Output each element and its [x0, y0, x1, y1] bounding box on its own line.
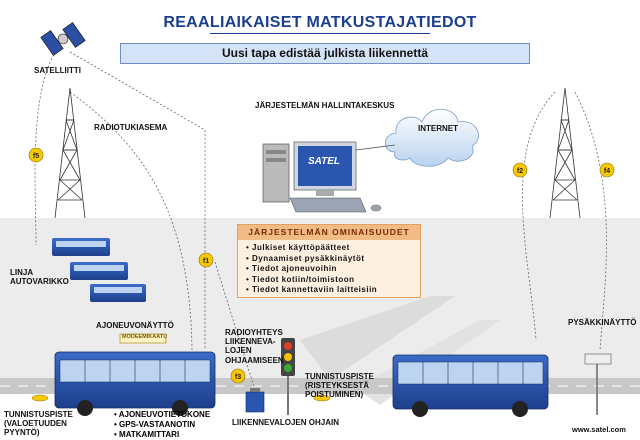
depot-bus [90, 284, 146, 302]
freq-tag-label: f1 [203, 258, 209, 265]
depot-bus [70, 262, 128, 280]
label-internet: INTERNET [418, 124, 458, 133]
title-underline [210, 33, 430, 34]
feature-item: Tiedot kannettaviin laitteisiin [246, 285, 420, 296]
bus-right [392, 354, 549, 417]
traffic-light-icon [281, 338, 295, 415]
vehicle-display-icon [119, 333, 167, 344]
freq-tag [28, 147, 44, 163]
freq-tag [512, 162, 528, 178]
depot-buses [52, 238, 146, 302]
label-detection-point-left: TUNNISTUSPISTE (VALOETUUDEN PYYNTÖ) [4, 410, 73, 438]
onboard-item: MATKAMITTARI [114, 430, 210, 440]
freq-tag [599, 162, 615, 178]
freq-tag [230, 368, 246, 384]
onboard-item: AJONEUVOTIETOKONE [114, 410, 210, 420]
internet-cloud-icon [384, 108, 479, 167]
stop-display-icon [584, 353, 612, 415]
depot-bus [52, 238, 110, 256]
label-control-center: JÄRJESTELMÄN HALLINTAKESKUS [255, 101, 395, 110]
label-satellite: SATELLIITTI [34, 66, 81, 75]
detection-loop-right [313, 394, 331, 402]
feature-item: Julkiset käyttöpäätteet [246, 243, 420, 254]
label-modem-tag: MODEEMIKAATU [122, 334, 168, 340]
label-website: www.satel.com [572, 425, 626, 434]
features-heading: JÄRJESTELMÄN OMINAISUUDET [238, 225, 420, 240]
freq-tag-label: f4 [604, 168, 610, 175]
label-vehicle-display: AJONEUVONÄYTTÖ [96, 321, 174, 330]
satellite-icon [40, 22, 86, 56]
label-line-depot: LINJA AUTOVARIKKO [10, 268, 69, 287]
freq-tag-label: f5 [33, 153, 39, 160]
onboard-list: AJONEUVOTIETOKONE GPS-VASTAANOTIN MATKAM… [114, 410, 210, 440]
feature-item: Dynaamiset pysäkkinäytöt [246, 254, 420, 265]
label-radio-link: RADIOYHTEYS LIIKENNEVA- LOJEN OHJAAMISEE… [225, 328, 284, 365]
feature-item: Tiedot ajoneuvoihin [246, 264, 420, 275]
subtitle-banner: Uusi tapa edistää julkista liikennettä [120, 43, 530, 64]
computer-icon [262, 141, 382, 213]
onboard-item: GPS-VASTAANOTIN [114, 420, 210, 430]
detection-loop-left [31, 394, 49, 402]
traffic-controller-icon [245, 388, 265, 413]
bus-left [54, 351, 216, 416]
radio-mast-right-icon [549, 87, 581, 219]
label-stop-display: PYSÄKKINÄYTTÖ [568, 318, 637, 327]
label-radio-mast: RADIOTUKIASEMA [94, 123, 168, 132]
radio-mast-left-icon [54, 87, 86, 219]
freq-tag [198, 252, 214, 268]
road-diagonal [300, 296, 455, 380]
label-detection-point-right: TUNNISTUSPISTE (RISTEYKSESTÄ POISTUMINEN… [305, 372, 374, 400]
features-box: JÄRJESTELMÄN OMINAISUUDET Julkiset käytt… [237, 224, 421, 298]
freq-tag-label: f2 [517, 168, 523, 175]
page-title: REAALIAIKAISET MATKUSTAJATIEDOT [163, 14, 477, 31]
freq-tag-label: f3 [235, 374, 241, 381]
label-traffic-light-control: LIIKENNEVALOJEN OHJAIN [232, 418, 339, 427]
feature-item: Tiedot kotiin/toimistoon [246, 275, 420, 286]
radio-links [34, 47, 607, 391]
label-brand: SATEL [308, 156, 341, 167]
